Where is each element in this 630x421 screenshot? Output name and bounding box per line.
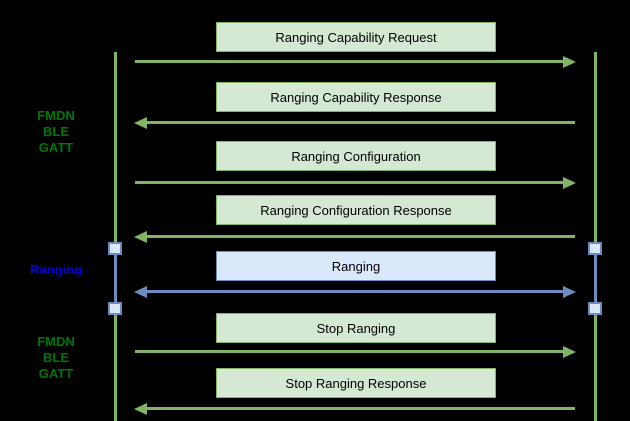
message-box-stop-ranging: Stop Ranging xyxy=(216,313,496,343)
activation-bar-left xyxy=(114,250,117,308)
message-box-stop-ranging-response: Stop Ranging Response xyxy=(216,368,496,398)
side-label-fmdn-ble-gatt-top: FMDN BLE GATT xyxy=(0,108,112,156)
arrow-right-icon xyxy=(135,350,563,353)
message-box-ranging-configuration-response: Ranging Configuration Response xyxy=(216,195,496,225)
message-box-ranging: Ranging xyxy=(216,251,496,281)
side-label-line: FMDN xyxy=(37,334,75,349)
arrow-right-icon xyxy=(135,60,563,63)
side-label-line: BLE xyxy=(43,124,69,139)
arrow-left-icon xyxy=(147,407,575,410)
side-label-line: BLE xyxy=(43,350,69,365)
activation-marker-left-top xyxy=(108,242,122,255)
message-box-ranging-configuration: Ranging Configuration xyxy=(216,141,496,171)
activation-bar-right xyxy=(594,250,597,308)
lifeline-right xyxy=(594,52,597,421)
message-box-ranging-capability-request: Ranging Capability Request xyxy=(216,22,496,52)
side-label-line: FMDN xyxy=(37,108,75,123)
side-label-ranging: Ranging xyxy=(0,262,112,278)
lifeline-left xyxy=(114,52,117,421)
side-label-line: GATT xyxy=(38,140,74,155)
activation-marker-right-top xyxy=(588,242,602,255)
arrow-both-icon xyxy=(147,290,563,293)
arrow-left-icon xyxy=(147,121,575,124)
side-label-fmdn-ble-gatt-bottom: FMDN BLE GATT xyxy=(0,334,112,382)
activation-marker-right-bottom xyxy=(588,302,602,315)
side-label-line: GATT xyxy=(38,366,74,381)
arrow-right-icon xyxy=(135,181,563,184)
activation-marker-left-bottom xyxy=(108,302,122,315)
arrow-left-icon xyxy=(147,235,575,238)
message-box-ranging-capability-response: Ranging Capability Response xyxy=(216,82,496,112)
side-label-line: Ranging xyxy=(30,262,82,277)
